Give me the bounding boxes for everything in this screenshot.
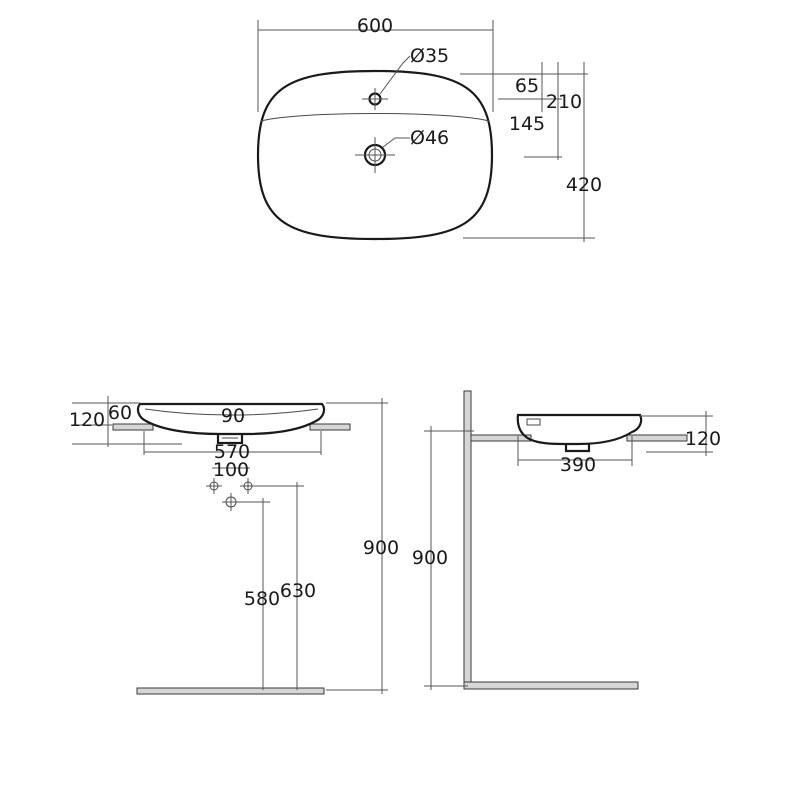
supply-point-left	[206, 478, 222, 494]
floor	[136, 687, 325, 695]
dim-supply-height: 580	[244, 588, 280, 610]
countertop-right	[626, 434, 688, 442]
dim-waste-width: 90	[221, 405, 245, 427]
dim-depth: 390	[560, 454, 596, 476]
dim-depth-420: 420	[566, 174, 602, 196]
leader-line	[379, 55, 411, 95]
countertop-right	[309, 423, 351, 431]
basin-side-profile	[516, 413, 643, 446]
dim-waste-offset: 210	[546, 91, 582, 113]
plan-view: 600 Ø35 Ø46 65 210 145 420	[256, 15, 602, 242]
basin-outline	[256, 69, 494, 241]
overflow-slot	[526, 418, 541, 426]
dim-tap-to-waste: 145	[509, 113, 545, 135]
dim-supply-spacing: 100	[213, 459, 249, 481]
dim-install-height: 900	[412, 547, 448, 569]
leader-line	[382, 137, 410, 148]
basin-bowl-edge	[260, 113, 490, 122]
floor	[463, 681, 639, 690]
waste-point	[222, 493, 240, 511]
supply-point-right	[240, 478, 256, 494]
dim-waste-height: 630	[280, 580, 316, 602]
dim-total-height: 120	[69, 409, 105, 431]
wall	[463, 390, 472, 690]
dim-install-height: 900	[363, 537, 399, 559]
dim-width-600: 600	[357, 15, 393, 37]
front-elevation: 120 60 90 570 100 580	[69, 396, 399, 695]
side-elevation: 900 120 390	[412, 390, 721, 690]
countertop-left	[112, 423, 154, 431]
dim-cutout-width: 570	[214, 441, 250, 463]
basin-inner-line	[144, 408, 319, 416]
dim-height: 120	[685, 428, 721, 450]
waste-outlet	[216, 434, 244, 445]
basin-front-profile	[136, 402, 326, 436]
dim-waste: Ø46	[410, 127, 449, 149]
countertop-left	[470, 434, 532, 442]
dim-tap-offset: 65	[515, 75, 539, 97]
waste-outlet	[564, 444, 591, 453]
dim-tap-hole: Ø35	[410, 45, 449, 67]
dim-above-counter: 60	[108, 402, 132, 424]
